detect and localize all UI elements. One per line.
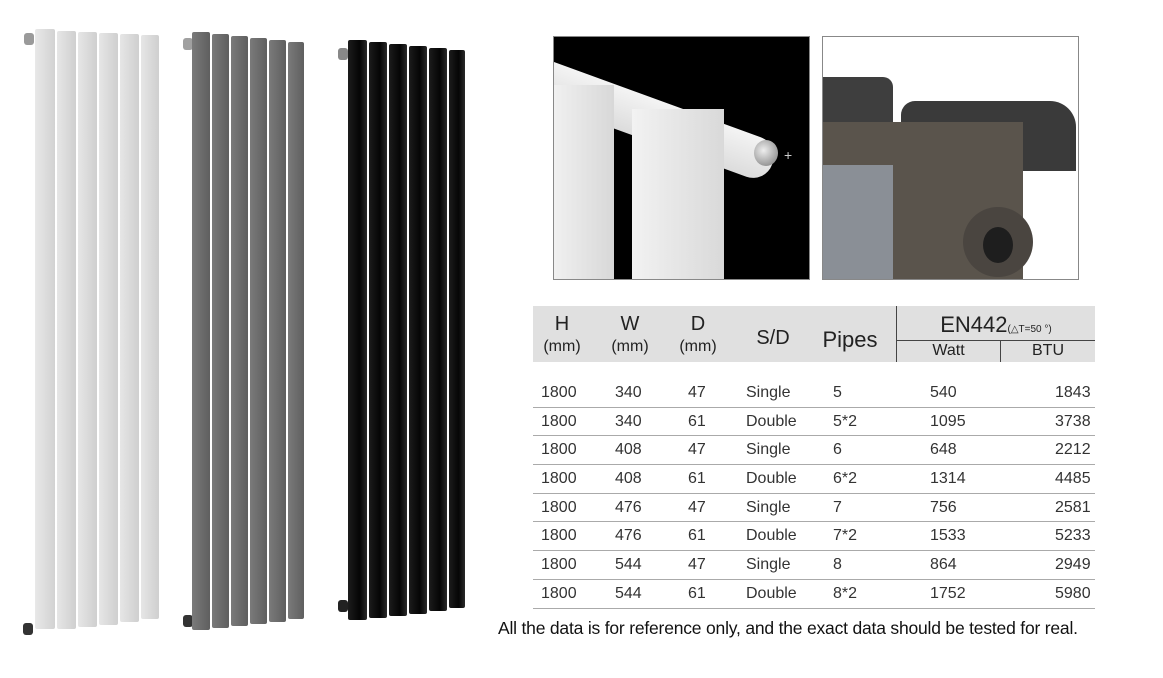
cell-d: 47	[688, 441, 706, 459]
cell-h: 1800	[541, 441, 577, 459]
cell-watt: 864	[930, 556, 957, 574]
cell-watt: 1533	[930, 527, 966, 545]
valve-icon	[23, 623, 33, 635]
cell-sd: Double	[746, 527, 797, 545]
table-row: 1800 544 47 Single 8 864 2949	[533, 551, 1095, 580]
cell-pipes: 8	[833, 556, 842, 574]
grey-header-detail-photo	[822, 36, 1079, 280]
cell-pipes: 7	[833, 498, 842, 516]
valve-icon	[24, 33, 34, 45]
table-row: 1800 476 47 Single 7 756 2581	[533, 494, 1095, 523]
cell-btu: 5980	[1055, 584, 1091, 602]
cell-btu: 1843	[1055, 384, 1091, 401]
cell-sd: Single	[746, 441, 791, 459]
cell-btu: 2212	[1055, 441, 1091, 459]
header-single-double: S/D	[756, 327, 790, 349]
cell-h: 1800	[541, 584, 577, 602]
cell-h: 1800	[541, 498, 577, 516]
table-row: 1800 340 47 Single 5 540 1843	[533, 379, 1095, 408]
cell-h: 1800	[541, 527, 577, 545]
cell-sd: Single	[746, 556, 791, 574]
cell-d: 61	[688, 470, 706, 488]
cell-sd: Double	[746, 584, 797, 602]
cell-pipes: 6	[833, 441, 842, 459]
spec-table-header: H (mm) W (mm) D (mm) S/D Pipes EN442(△T=…	[533, 306, 1095, 362]
disclaimer-text: All the data is for reference only, and …	[498, 618, 1078, 638]
valve-icon	[338, 48, 348, 60]
table-row: 1800 340 61 Double 5*2 1095 3738	[533, 408, 1095, 437]
cell-h: 1800	[541, 384, 577, 401]
cell-w: 544	[615, 556, 642, 574]
cell-btu: 2949	[1055, 556, 1091, 574]
header-watt: Watt	[932, 342, 965, 359]
cell-btu: 4485	[1055, 470, 1091, 488]
cell-watt: 1314	[930, 470, 966, 488]
valve-icon	[183, 38, 193, 50]
cell-w: 408	[615, 441, 642, 459]
end-cap-icon	[754, 140, 778, 166]
cell-btu: 5233	[1055, 527, 1091, 545]
spec-table: H (mm) W (mm) D (mm) S/D Pipes EN442(△T=…	[533, 306, 1095, 609]
cell-w: 408	[615, 470, 642, 488]
cell-btu: 3738	[1055, 412, 1091, 430]
white-radiator-image	[20, 25, 160, 640]
cell-pipes: 6*2	[833, 470, 858, 488]
divider	[896, 340, 1095, 341]
black-radiator-image	[335, 38, 465, 628]
cell-w: 544	[615, 584, 642, 602]
cell-w: 476	[615, 498, 642, 516]
grey-radiator-image	[180, 30, 305, 640]
cell-watt: 1752	[930, 584, 966, 602]
cell-d: 61	[688, 527, 706, 545]
cell-btu: 2581	[1055, 498, 1091, 516]
cell-h: 1800	[541, 556, 577, 574]
cell-h: 1800	[541, 470, 577, 488]
cell-sd: Single	[746, 498, 791, 516]
cell-watt: 756	[930, 498, 957, 516]
cell-d: 61	[688, 412, 706, 430]
cell-d: 47	[688, 498, 706, 516]
cell-sd: Double	[746, 470, 797, 488]
cell-pipes: 5*2	[833, 412, 858, 430]
header-width: W (mm)	[611, 313, 649, 355]
cell-pipes: 8*2	[833, 584, 858, 602]
table-row: 1800 408 61 Double 6*2 1314 4485	[533, 465, 1095, 494]
cell-sd: Double	[746, 412, 797, 430]
cell-watt: 648	[930, 441, 957, 459]
cell-d: 61	[688, 584, 706, 602]
cell-d: 47	[688, 556, 706, 574]
header-pipes: Pipes	[822, 327, 878, 352]
table-row: 1800 476 61 Double 7*2 1533 5233	[533, 522, 1095, 552]
cell-pipes: 7*2	[833, 527, 858, 545]
header-en442: EN442(△T=50 °)	[940, 312, 1052, 337]
valve-icon	[338, 600, 348, 612]
cell-w: 340	[615, 412, 642, 430]
table-row: 1800 408 47 Single 6 648 2212	[533, 436, 1095, 466]
cell-w: 476	[615, 527, 642, 545]
header-btu: BTU	[1032, 342, 1064, 359]
table-row: 1800 544 61 Double 8*2 1752 5980	[533, 580, 1095, 609]
cell-watt: 1095	[930, 412, 966, 430]
white-header-detail-photo: +	[553, 36, 810, 280]
cell-sd: Single	[746, 384, 791, 401]
cell-d: 47	[688, 384, 706, 401]
cell-h: 1800	[541, 412, 577, 430]
cell-pipes: 5	[833, 384, 842, 401]
divider	[896, 306, 897, 362]
header-depth: D (mm)	[679, 313, 717, 355]
cell-w: 340	[615, 384, 642, 401]
cell-watt: 540	[930, 384, 957, 401]
divider	[1000, 341, 1001, 362]
header-height: H (mm)	[543, 313, 581, 355]
valve-icon	[183, 615, 193, 627]
